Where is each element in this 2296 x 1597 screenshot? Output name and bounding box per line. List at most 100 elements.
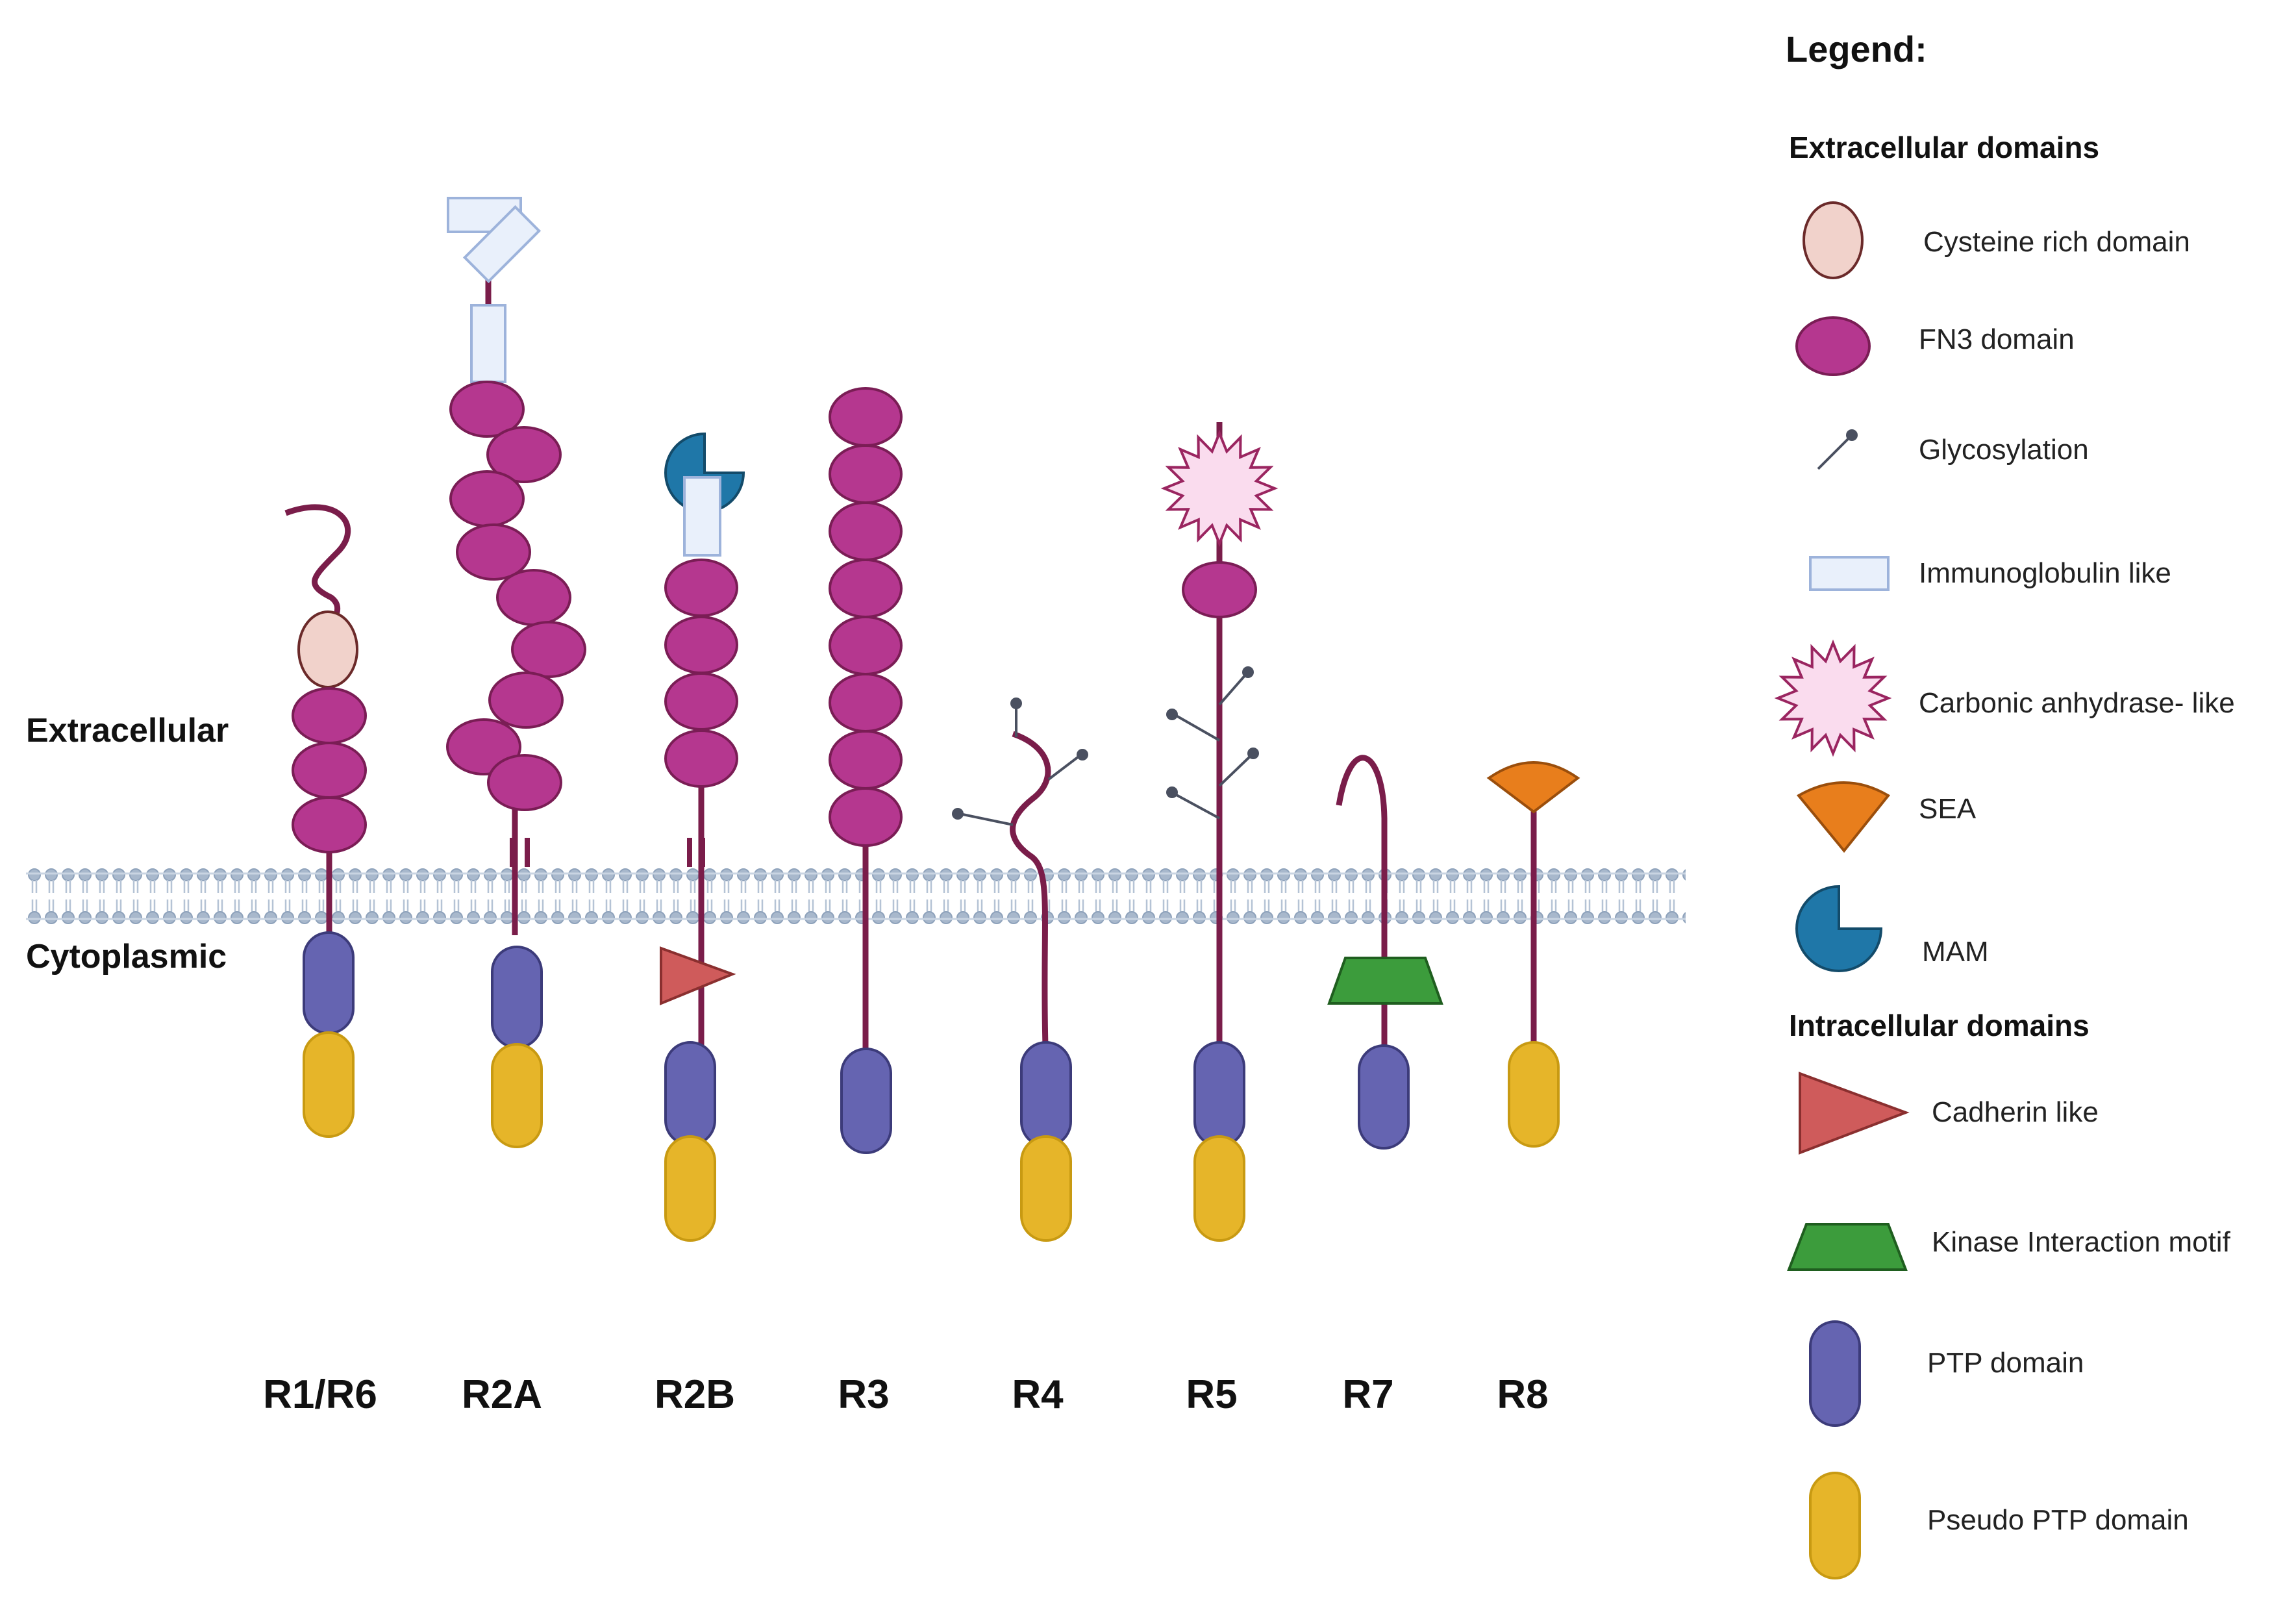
receptor-labels: R1/R6 R2A R2B R3 R4 R5 R7 R8	[263, 1372, 1549, 1417]
legend-item-cadherin: Cadherin like	[1799, 1072, 2099, 1155]
legend-item-sea: SEA	[1796, 781, 1977, 853]
pseudo-ptp-domain	[1508, 1041, 1560, 1148]
pseudo-ptp-domain	[491, 1043, 543, 1148]
cysteine-rich-domain	[297, 610, 358, 688]
immunoglobulin-like-domain	[683, 476, 721, 557]
ptp-domain	[1020, 1041, 1072, 1148]
pseudo-ptp-domain	[303, 1031, 355, 1138]
fn3-domain	[664, 616, 738, 674]
legend-intracellular-heading: Intracellular domains	[1789, 1009, 2090, 1042]
cytoplasmic-label: Cytoplasmic	[26, 938, 227, 975]
legend-item-fn3: FN3 domain	[1795, 316, 2075, 376]
fn3-domain	[664, 672, 738, 731]
fn3-domain	[449, 381, 525, 438]
legend-label: SEA	[1919, 793, 1977, 825]
carbonic-anhydrase-icon	[1774, 639, 1892, 757]
legend: Legend: Extracellular domains Cysteine r…	[1774, 29, 2235, 1579]
kinase-interaction-motif	[1327, 957, 1443, 1005]
legend-item-ptp: PTP domain	[1809, 1320, 2084, 1427]
cell-membrane	[26, 867, 1686, 925]
legend-title: Legend:	[1786, 29, 1927, 69]
legend-label: FN3 domain	[1919, 323, 2075, 355]
fn3-domain	[829, 387, 903, 447]
fn3-domain	[664, 559, 738, 617]
glycosylation-site	[1047, 749, 1088, 781]
cadherin-icon	[1799, 1072, 1910, 1155]
fn3-domain	[456, 523, 531, 581]
glycosylation-site	[1218, 748, 1259, 787]
receptor-label: R5	[1186, 1372, 1237, 1417]
fn3-domain	[829, 730, 903, 790]
fn3-domain	[292, 796, 367, 853]
immunoglobulin-icon	[1809, 556, 1890, 591]
sea-domain	[1486, 761, 1580, 814]
fn3-domain	[664, 729, 738, 788]
cadherin-like-domain	[660, 946, 736, 1005]
receptor-label: R4	[1012, 1372, 1064, 1417]
pseudo-ptp-icon	[1809, 1472, 1861, 1579]
fn3-icon	[1795, 316, 1871, 376]
sea-icon	[1796, 781, 1891, 853]
fn3-domain	[1182, 561, 1257, 618]
fn3-domain	[829, 787, 903, 847]
pseudo-ptp-domain	[664, 1135, 716, 1242]
legend-item-immunoglobulin: Immunoglobulin like	[1809, 556, 2171, 591]
receptor-r3	[829, 387, 903, 1154]
legend-label: Cadherin like	[1932, 1096, 2099, 1128]
receptor-r2b	[660, 432, 745, 1242]
receptor-r2a	[446, 197, 586, 1148]
mam-icon	[1795, 885, 1883, 972]
carbonic-anhydrase-like-domain	[1160, 429, 1279, 547]
legend-item-mam: MAM	[1795, 885, 1989, 972]
legend-label: MAM	[1922, 936, 1989, 968]
legend-item-kim: Kinase Interaction motif	[1787, 1223, 2231, 1271]
receptor-r1-r6	[284, 504, 367, 1138]
fn3-domain	[496, 569, 571, 626]
legend-item-pseudo: Pseudo PTP domain	[1809, 1472, 2189, 1579]
legend-label: PTP domain	[1927, 1347, 2084, 1379]
ptp-domain	[1358, 1044, 1410, 1150]
ptp-domain	[1193, 1041, 1245, 1148]
receptor-r5	[1160, 422, 1279, 1242]
receptor-label: R2B	[655, 1372, 735, 1417]
extracellular-label: Extracellular	[26, 712, 229, 749]
legend-item-cysteine: Cysteine rich domain	[1803, 201, 2190, 279]
legend-extracellular-heading: Extracellular domains	[1789, 131, 2099, 164]
fn3-domain	[486, 426, 562, 483]
receptor-r8	[1486, 761, 1580, 1148]
receptor-label: R8	[1497, 1372, 1548, 1417]
glycosylation-site	[1218, 666, 1254, 706]
fn3-domain	[292, 687, 367, 744]
ptp-icon	[1809, 1320, 1861, 1427]
glycosylation-site	[1166, 709, 1220, 742]
receptor-label: R1/R6	[263, 1372, 377, 1417]
glycosylation-icon	[1817, 429, 1858, 470]
kinase-motif-icon	[1787, 1223, 1908, 1271]
receptor-r7	[1327, 755, 1443, 1150]
fn3-domain	[488, 672, 564, 729]
legend-item-glycosylation: Glycosylation	[1817, 429, 2089, 470]
legend-label: Carbonic anhydrase- like	[1919, 687, 2235, 719]
receptor-r4	[952, 698, 1088, 1242]
receptor-label: R7	[1342, 1372, 1393, 1417]
immunoglobulin-like-domain	[470, 304, 506, 383]
fn3-domain	[829, 616, 903, 675]
cysteine-rich-icon	[1803, 201, 1864, 279]
fn3-domain	[829, 501, 903, 561]
glycosylation-site	[1166, 786, 1220, 820]
legend-label: Immunoglobulin like	[1919, 557, 2171, 589]
ptp-domain	[664, 1041, 716, 1146]
immunoglobulin-like-domain	[462, 205, 542, 284]
fn3-domain	[487, 754, 562, 811]
fn3-domain	[292, 742, 367, 799]
receptor-label: R2A	[462, 1372, 542, 1417]
fn3-domain	[829, 673, 903, 733]
legend-label: Kinase Interaction motif	[1932, 1226, 2231, 1258]
legend-label: Glycosylation	[1919, 434, 2089, 466]
fn3-domain	[829, 444, 903, 504]
fn3-domain	[449, 470, 525, 527]
fn3-domain	[511, 621, 586, 678]
glycosylation-site	[1010, 698, 1022, 737]
ptp-domain	[840, 1048, 892, 1154]
